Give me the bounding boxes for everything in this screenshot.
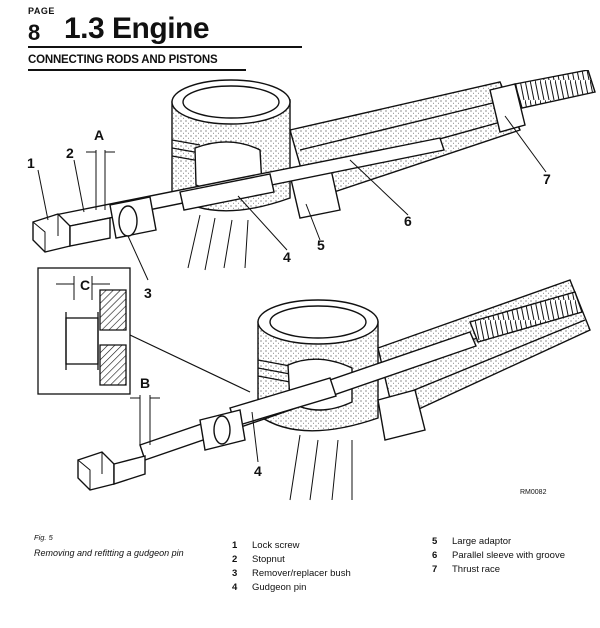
callout-1: 1 <box>27 155 35 171</box>
callout-6: 6 <box>404 213 412 229</box>
gudgeon-pin-diagram: 1 2 A 3 4 5 6 7 C B 4 <box>27 70 596 501</box>
callout-2: 2 <box>66 145 74 161</box>
callout-3: 3 <box>144 285 152 301</box>
callout-4-bottom: 4 <box>254 463 262 479</box>
callout-5: 5 <box>317 237 325 253</box>
page-label: PAGE <box>28 6 55 16</box>
section-heading: CONNECTING RODS AND PISTONS <box>28 54 218 66</box>
bottom-assembly <box>77 279 591 501</box>
section-rule <box>28 69 246 71</box>
callout-c: C <box>80 277 90 293</box>
callout-4-top: 4 <box>283 249 291 265</box>
figure-label: Fig. 5 <box>34 533 53 542</box>
top-assembly <box>32 70 596 271</box>
inset-pointer <box>129 334 251 393</box>
leader-lines <box>37 115 547 463</box>
callout-a: A <box>94 127 104 143</box>
page-title: 1.3 Engine <box>64 12 210 45</box>
figure-reference-code: RM0082 <box>520 489 547 496</box>
detail-inset <box>37 267 131 395</box>
callout-7: 7 <box>543 171 551 187</box>
title-rule <box>28 46 302 48</box>
callout-b: B <box>140 375 150 391</box>
page-number: 8 <box>28 20 41 45</box>
figure-caption: Removing and refitting a gudgeon pin <box>34 548 184 558</box>
